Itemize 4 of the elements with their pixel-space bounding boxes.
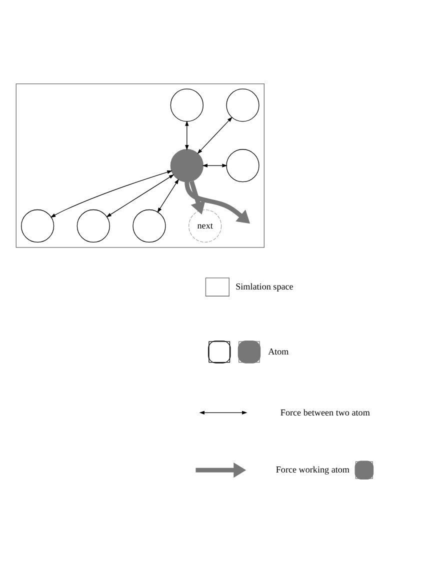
legend-label: Force working atom xyxy=(276,464,350,475)
legend-label: Simlation space xyxy=(236,281,294,292)
legend-label: Force between two atom xyxy=(280,407,370,418)
legend-label: Atom xyxy=(268,346,289,356)
